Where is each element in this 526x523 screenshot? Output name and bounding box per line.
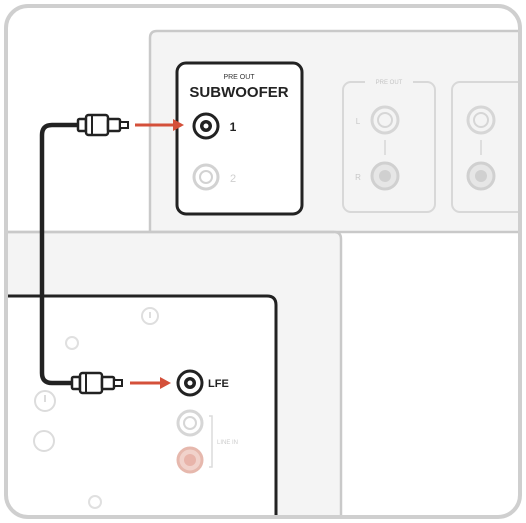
lfe-jack-icon [176, 369, 204, 397]
rca-jack-icon [370, 161, 400, 191]
preout-left-label: L [356, 117, 361, 126]
rca-plug-icon [76, 113, 129, 137]
subwoofer-jack-2-icon [192, 163, 220, 191]
additional-output-group [451, 81, 520, 213]
arrow-right-icon [135, 119, 184, 131]
line-in-group: LINE IN [176, 409, 238, 474]
diagram-frame [4, 4, 522, 519]
arrow-right-icon [130, 377, 171, 389]
subwoofer-jack-1-icon [192, 112, 220, 140]
faded-knob-icon [34, 390, 56, 412]
subwoofer-inner-panel [6, 294, 278, 517]
rca-jack-icon [176, 409, 204, 437]
preout-header: PRE OUT [376, 80, 403, 86]
lfe-label: LFE [208, 378, 229, 390]
subwoofer-preout-group: PRE OUT SUBWOOFER 1 2 [175, 61, 304, 216]
rca-jack-icon [466, 105, 496, 135]
faded-knob-icon [33, 430, 55, 452]
rca-cable [39, 122, 80, 386]
line-in-label: LINE IN [217, 440, 238, 446]
subwoofer-preout-small-header: PRE OUT [223, 74, 255, 81]
subwoofer-header: SUBWOOFER [189, 84, 288, 101]
subwoofer-port-1-label: 1 [230, 120, 237, 134]
rca-jack-icon [370, 105, 400, 135]
faded-knob-icon [65, 336, 79, 350]
preout-right-label: R [355, 173, 361, 182]
faded-knob-icon [141, 307, 159, 325]
rca-jack-icon [466, 161, 496, 191]
subwoofer-port-2-label: 2 [230, 173, 236, 185]
preout-lr-group: PRE OUT L R [342, 76, 436, 213]
rca-plug-icon [70, 371, 123, 395]
rca-jack-icon [176, 446, 204, 474]
faded-knob-icon [88, 495, 102, 509]
